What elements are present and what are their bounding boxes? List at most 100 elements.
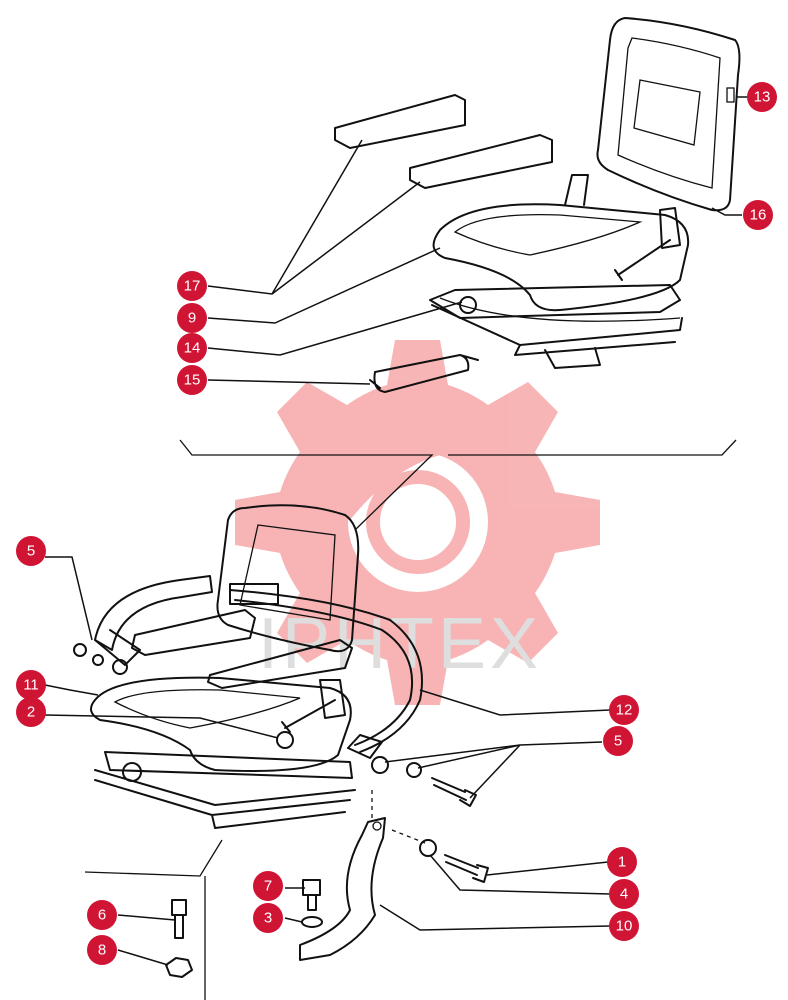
callout-c14: 14 (177, 333, 207, 363)
callout-c5a: 5 (16, 536, 46, 566)
callout-number: 5 (614, 733, 622, 750)
seat-cushion-bottom (90, 676, 352, 772)
leader-5a (45, 556, 93, 641)
belt-tongue (347, 734, 383, 759)
callout-circle (743, 200, 773, 230)
leader-17 (207, 139, 421, 295)
callout-circle (87, 935, 117, 965)
callout-c4: 4 (609, 879, 639, 909)
leader-11 (44, 684, 99, 696)
bolt-7 (302, 879, 321, 911)
callout-number: 8 (98, 942, 106, 959)
callout-number: 5 (27, 543, 35, 560)
damper-part (369, 354, 479, 393)
belt-buckle (229, 583, 279, 605)
callout-circle (609, 911, 639, 941)
armrest-bottom-left (131, 609, 256, 656)
callout-c5b: 5 (603, 726, 633, 756)
callout-c15: 15 (177, 365, 207, 395)
spacer-left (112, 659, 128, 675)
left-belt (94, 575, 213, 651)
callout-c9: 9 (177, 303, 207, 333)
washer-4 (419, 839, 437, 857)
spacer-right (371, 756, 389, 774)
callout-c6: 6 (87, 900, 117, 930)
leader-3 (284, 917, 303, 923)
callout-number: 14 (184, 340, 201, 357)
callout-number: 16 (750, 207, 767, 224)
callout-c8: 8 (87, 935, 117, 965)
bolt-6 (171, 899, 187, 939)
armrest-lower (409, 134, 553, 189)
seat-base-bottom (104, 751, 353, 779)
callout-circle (603, 726, 633, 756)
backrest-knob (726, 87, 735, 103)
callout-circle (609, 879, 639, 909)
seat-wire-top (439, 297, 681, 322)
callout-circle (16, 697, 46, 727)
lever-bottom (281, 679, 346, 733)
callout-number: 12 (616, 702, 633, 719)
watermark-ring (366, 470, 470, 574)
leader-12 (419, 689, 611, 716)
callout-c2: 2 (16, 697, 46, 727)
bolt-right (431, 777, 477, 807)
armrest-upper (334, 94, 466, 149)
leader-4 (429, 854, 611, 895)
callout-circle (177, 365, 207, 395)
bolt-head-left (73, 643, 87, 657)
leader-15 (207, 379, 371, 385)
leader-1 (486, 861, 609, 876)
nut-8 (165, 957, 193, 978)
leader-8 (117, 949, 169, 966)
leader-10 (379, 904, 611, 931)
seat-cushion-bottom-inner (113, 689, 301, 729)
callout-circle (16, 670, 46, 700)
callout-c1: 1 (607, 847, 637, 877)
backrest-top-inner (617, 37, 721, 189)
callout-number: 15 (184, 372, 201, 389)
callout-number: 10 (616, 918, 633, 935)
callout-number: 13 (754, 89, 771, 106)
top-seat-assembly (334, 17, 741, 393)
callout-number: 17 (184, 278, 201, 295)
seat-belt-strap (229, 589, 423, 753)
callout-c13: 13 (747, 82, 777, 112)
backrest-top-panel (633, 79, 701, 146)
slide-knob-bottom (122, 762, 142, 782)
leader-16 (711, 207, 742, 216)
callout-number: 1 (618, 854, 626, 871)
callout-circle (607, 847, 637, 877)
anchor-strap-hole (372, 821, 382, 831)
callout-c10: 10 (609, 911, 639, 941)
callout-circle (177, 333, 207, 363)
callout-number: 11 (23, 677, 39, 694)
callout-c11: 11 (16, 670, 46, 700)
bracket-top (564, 174, 589, 206)
armrest-bottom-right (207, 639, 353, 689)
callout-circle (253, 871, 283, 901)
callout-circle (609, 695, 639, 725)
ground-line (84, 839, 223, 1000)
callout-c7: 7 (253, 871, 283, 901)
callout-number: 9 (188, 310, 196, 327)
callout-c3: 3 (253, 903, 283, 933)
seat-rails-bottom (94, 769, 356, 829)
callout-number: 2 (27, 704, 35, 721)
callout-circle (87, 900, 117, 930)
anchor-strap (299, 817, 386, 961)
leader-5b (384, 741, 603, 799)
callout-circle (177, 303, 207, 333)
callout-number: 6 (98, 907, 106, 924)
leader-2 (44, 714, 279, 739)
seat-cushion-top (432, 203, 690, 312)
seat-rails-top (431, 304, 683, 369)
left-belt-anchor (94, 629, 141, 666)
washer-right (406, 762, 422, 778)
washer-3 (301, 916, 323, 928)
callout-circle (747, 82, 777, 112)
backrest-bottom-inner (239, 524, 336, 621)
leader-9 (207, 247, 441, 324)
adjust-knob-top (459, 296, 477, 314)
